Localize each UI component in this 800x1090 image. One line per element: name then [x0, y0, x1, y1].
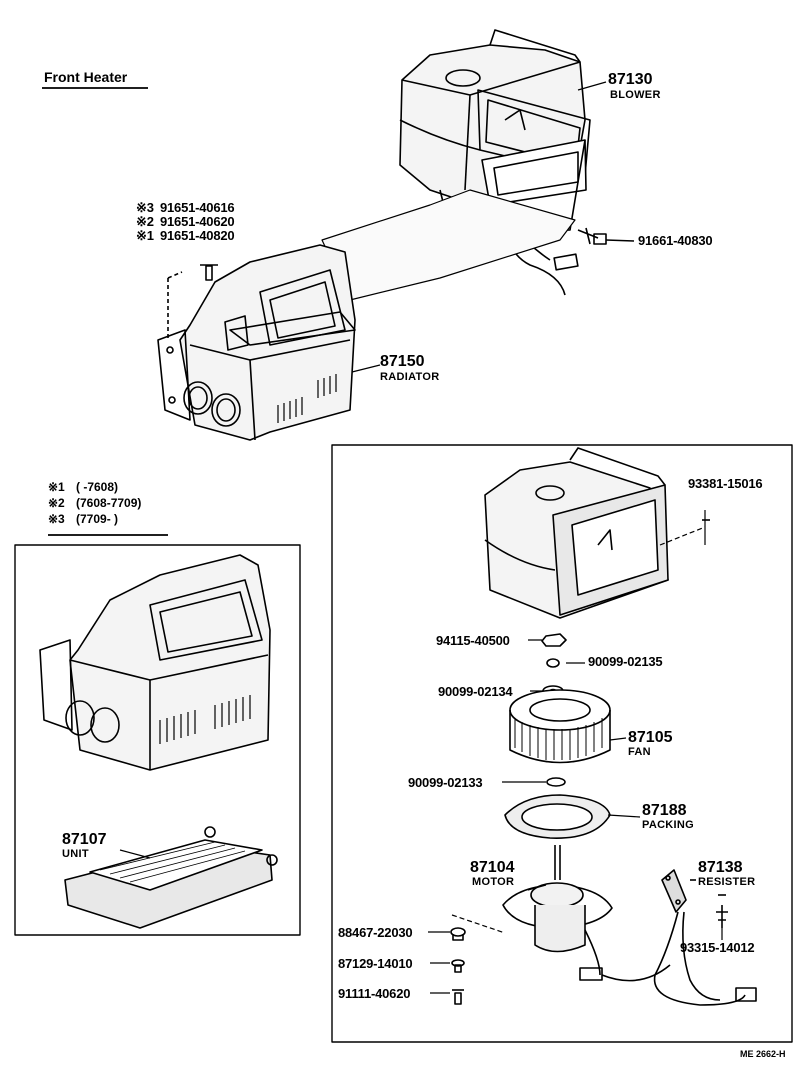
fan-part-number: 87105 — [628, 729, 673, 746]
unit-heater-drawing — [39, 554, 271, 771]
washer-2-part-number: 90099-02134 — [438, 684, 513, 699]
bolt-variant-1-pn: 91651-40820 — [160, 228, 235, 243]
nut-drawing — [541, 633, 567, 647]
radiator-assembly-drawing — [157, 244, 356, 441]
small-parts-drawing — [428, 914, 506, 1005]
legend-range-2: (7608-7709) — [76, 496, 142, 510]
radiator-part-number: 87150 — [380, 353, 425, 370]
blower-part-name: BLOWER — [610, 89, 661, 101]
page-title: Front Heater — [44, 69, 128, 85]
bolt-right-drawing — [577, 227, 635, 245]
bolt-variant-2-mark: ※2 — [136, 214, 154, 229]
packing-part-number: 87188 — [642, 802, 687, 819]
clip-1-part-number: 88467-22030 — [338, 925, 413, 940]
screw-part-number: 93381-15016 — [688, 476, 763, 491]
radiator-part-name: RADIATOR — [380, 371, 440, 383]
blower-case-drawing — [484, 447, 669, 619]
fan-drawing — [509, 689, 627, 764]
bolt-variant-1-mark: ※1 — [136, 228, 154, 243]
screw-2-part-number: 93315-14012 — [680, 940, 755, 955]
bolt-variant-2-pn: 91651-40620 — [160, 214, 235, 229]
motor-part-number: 87104 — [470, 859, 515, 876]
legend-mark-1: ※1 — [48, 480, 65, 494]
legend-range-1: ( -7608) — [76, 480, 119, 494]
blower-part-number: 87130 — [608, 71, 653, 88]
resister-part-number: 87138 — [698, 859, 743, 876]
bolt-right-part-number: 91661-40830 — [638, 233, 713, 248]
packing-drawing — [504, 794, 641, 839]
motor-part-name: MOTOR — [472, 876, 515, 888]
nut-part-number: 94115-40500 — [436, 633, 510, 648]
bolt-variant-3-pn: 91651-40616 — [160, 200, 235, 215]
unit-part-number: 87107 — [62, 831, 107, 848]
legend-mark-3: ※3 — [48, 512, 65, 526]
packing-part-name: PACKING — [642, 819, 695, 831]
motor-drawing — [502, 845, 613, 981]
blower-assembly-drawing — [321, 29, 591, 301]
resister-drawing — [601, 869, 757, 1006]
drawing-reference: ME 2662-H — [740, 1049, 786, 1059]
resister-part-name: RESISTER — [698, 876, 756, 888]
washer-1-part-number: 90099-02135 — [588, 654, 663, 669]
unit-part-name: UNIT — [62, 848, 89, 860]
heater-core-drawing — [64, 826, 278, 929]
screw-93315-drawing — [716, 894, 728, 940]
screw-3-part-number: 91111-40620 — [338, 986, 411, 1001]
fan-part-name: FAN — [628, 746, 651, 758]
legend-mark-2: ※2 — [48, 496, 65, 510]
bolt-variant-3-mark: ※3 — [136, 200, 154, 215]
legend-range-3: (7709- ) — [76, 512, 119, 526]
washer-3-part-number: 90099-02133 — [408, 775, 483, 790]
clip-2-part-number: 87129-14010 — [338, 956, 413, 971]
